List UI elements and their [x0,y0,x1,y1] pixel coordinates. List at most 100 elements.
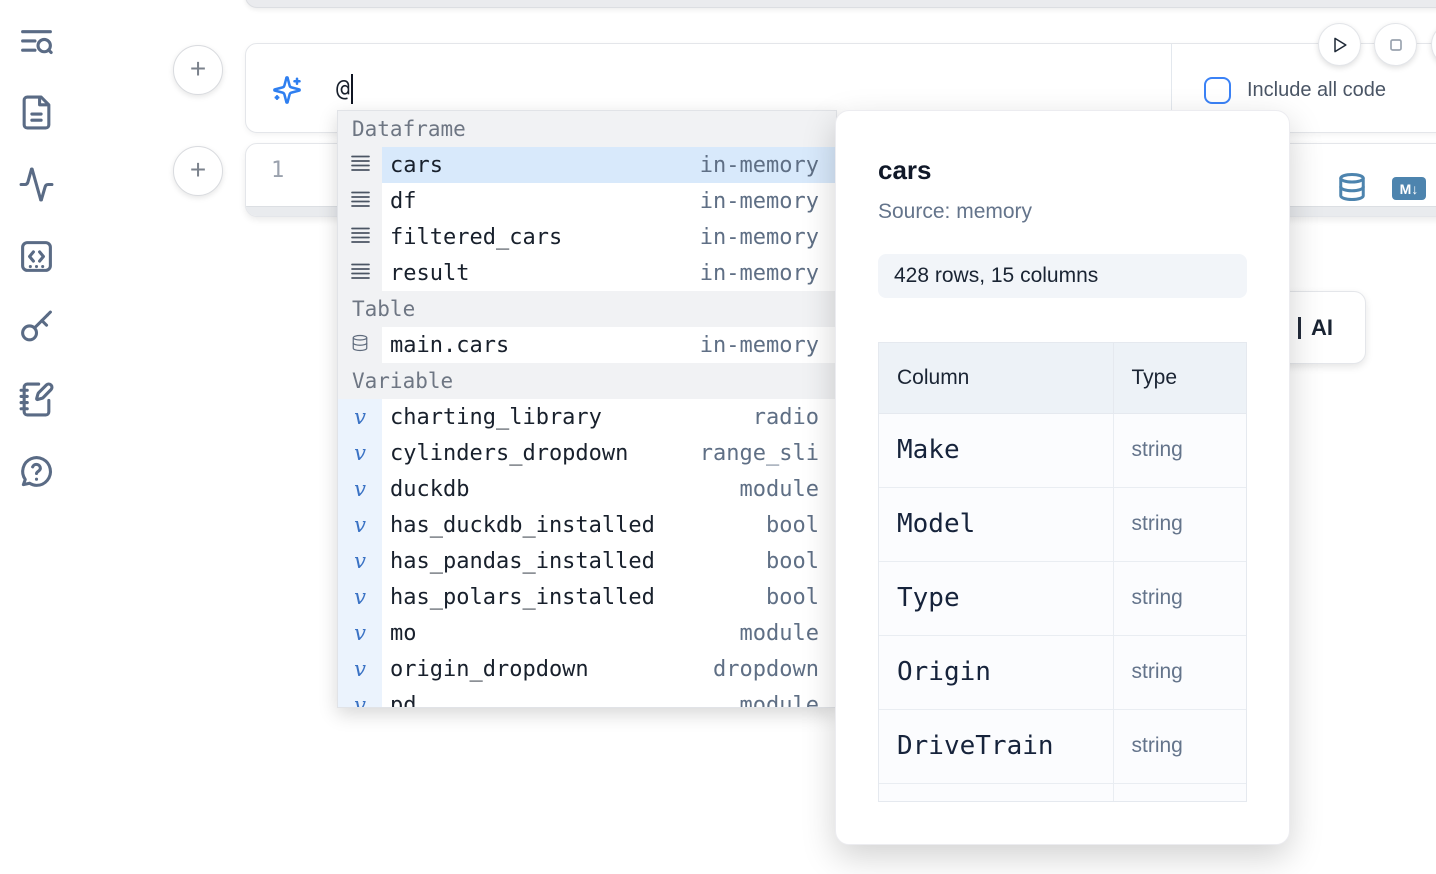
schema-column-type: string [1113,413,1246,488]
divider [1171,44,1172,132]
generate-ai-label: AI [1311,314,1333,340]
completion-item-name: cars [390,152,443,178]
table-icon [351,334,369,356]
popup-title: cars [878,155,932,185]
completion-item-type: bool [766,512,819,538]
completion-section-header: Variable [338,363,836,399]
completion-item-name: has_duckdb_installed [390,512,655,538]
completion-item-pd[interactable]: v pd module [338,687,836,708]
sidebar [0,0,72,874]
schema-column-name: Make [879,413,1114,488]
completion-item-df[interactable]: df in-memory [338,183,836,219]
activity-icon[interactable] [16,164,56,204]
add-cell-button-bottom[interactable]: + [173,146,223,196]
run-cell-button[interactable] [1318,23,1361,66]
variable-icon: v [354,657,366,681]
include-all-code-checkbox[interactable] [1204,77,1231,104]
ai-prompt-input[interactable]: @ [336,72,353,106]
completion-item-type: in-memory [699,152,819,178]
variable-icon: v [354,693,366,708]
completion-item-filtered-cars[interactable]: filtered_cars in-memory [338,219,836,255]
completion-item-type: radio [752,404,819,430]
completion-item-charting-library[interactable]: v charting_library radio [338,399,836,435]
completion-item-name: charting_library [390,404,602,430]
schema-column-type: string [1113,561,1246,636]
completion-item-type: bool [766,548,819,574]
contents-search-icon[interactable] [16,22,56,62]
shape-badge: 428 rows, 15 columns [878,254,1247,298]
markdown-toggle-icon[interactable]: M↓ [1392,177,1426,200]
scratchpad-icon[interactable] [16,379,56,419]
completion-item-has-pandas-installed[interactable]: v has_pandas_installed bool [338,543,836,579]
ai-prompt-value: @ [336,76,350,102]
database-icon[interactable] [1337,172,1367,202]
completion-section-header: Table [338,291,836,327]
completion-item-name: origin_dropdown [390,656,589,682]
help-icon[interactable] [16,451,56,491]
schema-column-type [1113,783,1246,801]
completion-item-type: bool [766,584,819,610]
variable-icon: v [354,477,366,501]
completion-item-type: in-memory [699,224,819,250]
add-cell-button-top[interactable]: + [173,45,223,95]
popup-source: Source: memory [878,200,1033,223]
stop-button[interactable] [1374,23,1417,66]
dataframe-icon [350,263,370,284]
completion-item-name: df [390,188,417,214]
variable-icon: v [354,549,366,573]
schema-column-name [879,783,1114,801]
variable-icon: v [354,405,366,429]
completion-item-name: pd [390,692,417,708]
play-icon [1330,35,1350,55]
stop-icon [1386,35,1406,55]
file-icon[interactable] [16,92,56,132]
include-all-code-label: Include all code [1247,79,1386,101]
completion-item-result[interactable]: result in-memory [338,255,836,291]
snippets-icon[interactable] [16,236,56,276]
completion-item-type: module [739,620,819,646]
completion-item-name: filtered_cars [390,224,563,250]
completion-item-type: dropdown [713,656,819,682]
schema-column-type: string [1113,709,1246,784]
completion-item-has-polars-installed[interactable]: v has_polars_installed bool [338,579,836,615]
completion-item-type: in-memory [699,260,819,286]
schema-column-type: string [1113,487,1246,562]
dataframe-icon [350,227,370,248]
completion-item-type: module [739,692,819,708]
completion-item-origin-dropdown[interactable]: v origin_dropdown dropdown [338,651,836,687]
completion-section-header: Dataframe [338,111,836,147]
completion-item-name: result [390,260,470,286]
dataframe-icon [350,155,370,176]
variable-icon: v [354,441,366,465]
datasource-popup: cars Source: memory 428 rows, 15 columns… [835,110,1290,845]
completion-item-cars[interactable]: cars in-memory [338,147,836,183]
completion-item-type: range_sli [699,440,819,466]
previous-cell-bottom-edge [245,0,1436,8]
variable-icon: v [354,621,366,645]
dataframe-icon [350,191,370,212]
completion-item-type: in-memory [699,188,819,214]
variable-icon: v [354,585,366,609]
completion-item-name: has_pandas_installed [390,548,655,574]
key-icon[interactable] [16,307,56,347]
completion-item-type: module [739,476,819,502]
completion-item-name: has_polars_installed [390,584,655,610]
schema-column-name: Model [879,487,1114,562]
schema-row [879,783,1246,801]
schema-column-name: Type [879,561,1114,636]
clipped-letter [1298,316,1301,339]
completion-item-type: in-memory [699,332,819,358]
